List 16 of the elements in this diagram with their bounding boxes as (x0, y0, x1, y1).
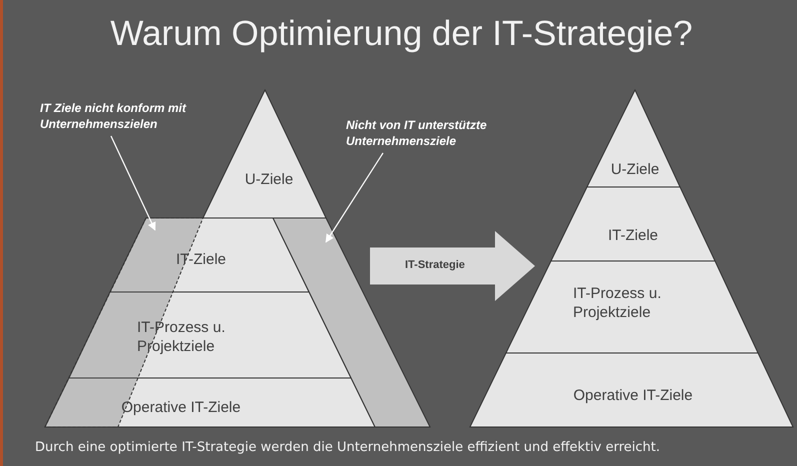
level-label: Operative IT-Ziele (120, 398, 242, 417)
level-label: IT-Prozess u. Projektziele (573, 284, 662, 322)
level-label: Operative IT-Ziele (572, 386, 694, 405)
level-label: IT-Ziele (606, 226, 659, 245)
level-label: IT-Prozess u. Projektziele (137, 318, 226, 356)
block-arrow (370, 231, 535, 301)
caption: Durch eine optimierte IT-Strategie werden die Unternehmensziele effizient und effektiv erreicht. (35, 440, 660, 455)
callout-text: IT Ziele nicht konform mit Unternehmenszielen (40, 100, 188, 132)
level-label: IT-Ziele (174, 250, 227, 269)
callout-text: Nicht von IT unterstützte Unternehmensziele (346, 117, 488, 149)
level-label: U-Ziele (244, 170, 294, 189)
leader-line (110, 136, 156, 231)
level-label: U-Ziele (610, 160, 660, 179)
title: Warum Optimierung der IT-Strategie? (109, 14, 694, 54)
edge-label: IT-Strategie (405, 259, 465, 271)
leader-line (326, 152, 384, 243)
